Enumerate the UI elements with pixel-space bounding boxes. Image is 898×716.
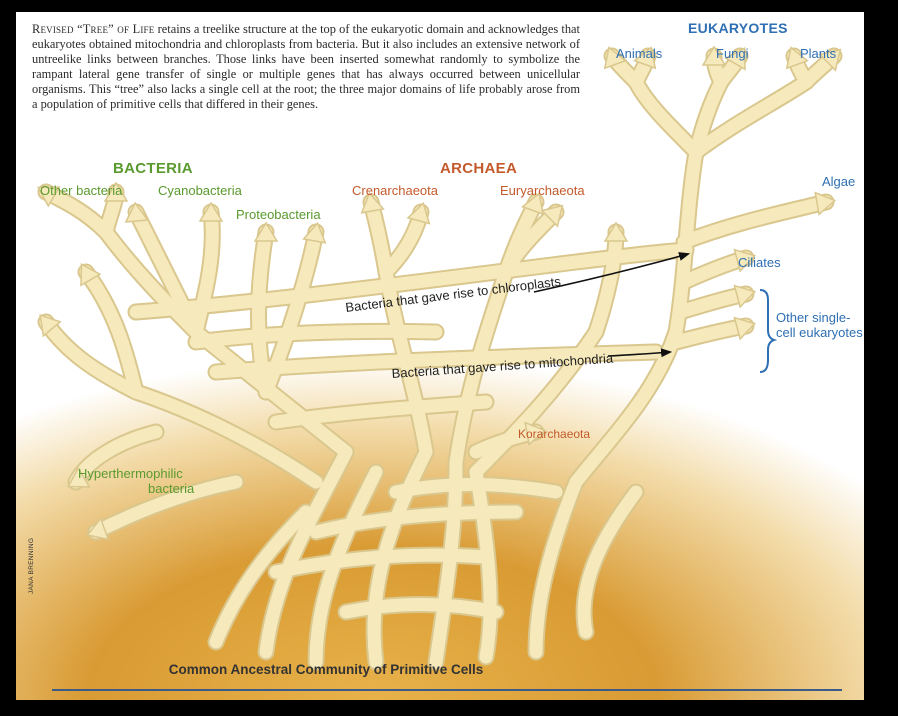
label-plants: Plants xyxy=(800,46,836,61)
branch xyxy=(684,202,826,242)
label-fungi: Fungi xyxy=(716,46,749,61)
branch xyxy=(346,605,496,613)
branch xyxy=(636,82,696,152)
bottom-rule xyxy=(52,689,842,691)
label-hyperthermophilic: Hyperthermophilic bacteria xyxy=(78,466,194,496)
label-euryarchaeota: Euryarchaeota xyxy=(500,183,585,198)
figure-panel: Bacteria that gave rise to chloroplasts … xyxy=(16,12,864,700)
domain-archaea: ARCHAEA xyxy=(440,160,517,177)
label-cyanobacteria: Cyanobacteria xyxy=(158,183,242,198)
domain-eukaryotes: EUKARYOTES xyxy=(688,20,788,36)
label-proteobacteria: Proteobacteria xyxy=(236,207,321,222)
branch-tip xyxy=(304,221,329,243)
label-animals: Animals xyxy=(616,46,662,61)
label-algae: Algae xyxy=(822,174,855,189)
label-ciliates: Ciliates xyxy=(738,255,781,270)
domain-bacteria: BACTERIA xyxy=(113,160,193,177)
label-crenarchaeota: Crenarchaeota xyxy=(352,183,438,198)
caption-lead: Revised “Tree” of Life xyxy=(32,22,154,36)
label-hyperthermophilic-line2: bacteria xyxy=(78,481,194,496)
artist-credit: JANA BRENNING xyxy=(28,538,35,594)
tree-of-life-diagram: Bacteria that gave rise to chloroplasts … xyxy=(16,12,864,700)
label-korarchaeota: Korarchaeota xyxy=(518,427,590,441)
label-other-single-cell-eukaryotes: Other single- cell eukaryotes xyxy=(776,310,863,340)
label-other-single-line2: cell eukaryotes xyxy=(776,325,863,340)
branch xyxy=(46,192,106,232)
label-other-bacteria: Other bacteria xyxy=(40,183,122,198)
label-other-single-line1: Other single- xyxy=(776,310,863,325)
label-hyperthermophilic-line1: Hyperthermophilic xyxy=(78,466,194,481)
caption: Revised “Tree” of Life retains a treelik… xyxy=(32,22,580,112)
branch xyxy=(396,485,556,493)
root-label: Common Ancestral Community of Primitive … xyxy=(16,662,636,677)
